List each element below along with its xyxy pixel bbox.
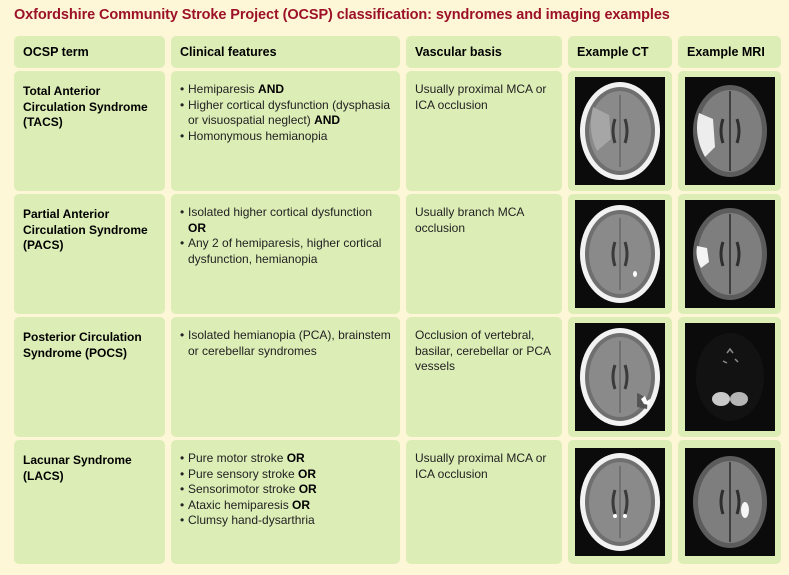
features-pocs: Isolated hemianopia (PCA), brainstem or …: [171, 317, 400, 437]
vascular-lacs: Usually proximal MCA or ICA occlusion: [406, 440, 562, 564]
features-pacs: Isolated higher cortical dysfunction ORA…: [171, 194, 400, 314]
page-title: Oxfordshire Community Stroke Project (OC…: [14, 7, 670, 23]
feature-item: Hemiparesis AND: [180, 82, 392, 98]
header-example-ct: Example CT: [568, 36, 672, 68]
feature-item: Isolated hemianopia (PCA), brainstem or …: [180, 328, 392, 359]
feature-item: Pure motor stroke OR: [180, 451, 392, 467]
header-vascular-basis: Vascular basis: [406, 36, 562, 68]
ct-image-lacs: [575, 448, 665, 556]
feature-item: Any 2 of hemiparesis, higher cortical dy…: [180, 236, 392, 267]
feature-item: Homonymous hemianopia: [180, 129, 392, 145]
header-ocsp-term: OCSP term: [14, 36, 165, 68]
features-tacs: Hemiparesis ANDHigher cortical dysfuncti…: [171, 71, 400, 191]
feature-item: Pure sensory stroke OR: [180, 467, 392, 483]
feature-item: Clumsy hand-dysarthria: [180, 513, 392, 529]
ct-image-pacs: [575, 200, 665, 308]
header-clinical-features: Clinical features: [171, 36, 400, 68]
mri-image-tacs: [684, 77, 775, 185]
term-tacs: Total Anterior Circulation Syndrome (TAC…: [14, 71, 165, 191]
feature-item: Sensorimotor stroke OR: [180, 482, 392, 498]
vascular-pocs: Occlusion of vertebral, basilar, cerebel…: [406, 317, 562, 437]
ocsp-table: OCSP term Clinical features Vascular bas…: [14, 36, 781, 568]
features-lacs: Pure motor stroke ORPure sensory stroke …: [171, 440, 400, 564]
mri-image-pacs: [684, 200, 775, 308]
vascular-pacs: Usually branch MCA occlusion: [406, 194, 562, 314]
feature-item: Ataxic hemiparesis OR: [180, 498, 392, 514]
vascular-tacs: Usually proximal MCA or ICA occlusion: [406, 71, 562, 191]
mri-image-lacs: [684, 448, 775, 556]
ct-image-tacs: [575, 77, 665, 185]
feature-item: Higher cortical dysfunction (dysphasia o…: [180, 98, 392, 129]
ct-image-pocs: [575, 323, 665, 431]
term-pocs: Posterior Circulation Syndrome (POCS): [14, 317, 165, 437]
mri-image-pocs: [684, 323, 775, 431]
header-example-mri: Example MRI: [678, 36, 781, 68]
term-lacs: Lacunar Syndrome (LACS): [14, 440, 165, 564]
feature-item: Isolated higher cortical dysfunction OR: [180, 205, 392, 236]
term-pacs: Partial Anterior Circulation Syndrome (P…: [14, 194, 165, 314]
